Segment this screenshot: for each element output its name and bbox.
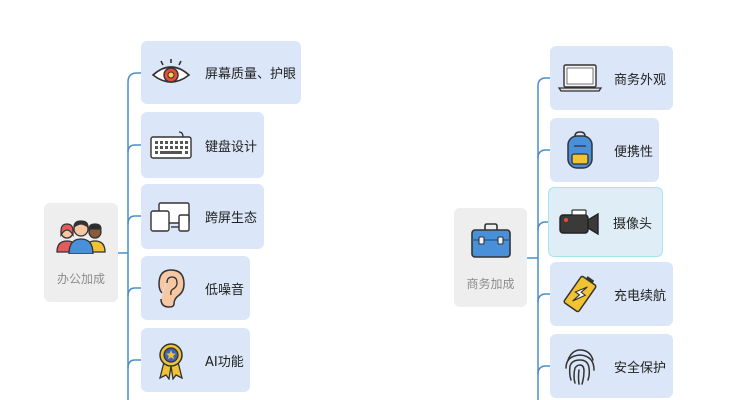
left-branch-1 [127, 72, 141, 83]
camera-icon [557, 200, 601, 244]
left-node-label: 键盘设计 [205, 139, 258, 155]
left-root-label: 办公加成 [56, 272, 105, 286]
left-node-ai[interactable]: AI功能 [141, 328, 250, 392]
left-node-screen[interactable]: 屏幕质量、护眼 [141, 41, 301, 104]
briefcase-icon [470, 223, 512, 263]
right-root-label: 商务加成 [466, 277, 515, 291]
fingerprint-icon [558, 344, 602, 388]
eye-icon [149, 51, 193, 95]
keyboard-icon [149, 123, 193, 167]
medal-icon [149, 338, 193, 382]
right-node-label: 便携性 [614, 144, 654, 160]
right-branch-5 [537, 365, 550, 375]
right-node-appearance[interactable]: 商务外观 [550, 46, 673, 110]
right-branch-4 [537, 293, 550, 303]
battery-icon [558, 272, 602, 316]
right-node-camera[interactable]: 摄像头 [548, 187, 663, 257]
right-node-label: 充电续航 [614, 288, 667, 304]
left-node-label: 屏幕质量、护眼 [205, 67, 297, 82]
devices-icon [149, 195, 193, 239]
left-branch-4 [127, 287, 141, 297]
right-branch-3 [537, 221, 548, 231]
laptop-icon [558, 56, 602, 100]
right-node-security[interactable]: 安全保护 [550, 334, 673, 398]
left-node-keyboard[interactable]: 键盘设计 [141, 112, 264, 178]
left-node-label: 低噪音 [205, 282, 245, 298]
left-branch-5 [127, 359, 141, 369]
right-node-label: 安全保护 [614, 360, 667, 376]
left-node-cross-screen[interactable]: 跨屏生态 [141, 184, 264, 249]
left-node-label: AI功能 [205, 354, 244, 370]
people-icon [55, 218, 107, 258]
left-branch-2 [127, 144, 141, 153]
left-node-low-noise[interactable]: 低噪音 [141, 256, 250, 320]
right-root-node[interactable]: 商务加成 [454, 208, 527, 307]
left-root-node[interactable]: 办公加成 [44, 203, 118, 302]
right-node-label: 摄像头 [613, 216, 653, 232]
right-branch-2 [537, 149, 550, 159]
ear-icon [149, 266, 193, 310]
right-node-battery[interactable]: 充电续航 [550, 262, 673, 326]
left-branch-3 [127, 215, 141, 225]
left-node-label: 跨屏生态 [205, 211, 258, 226]
right-branch-1 [537, 77, 550, 87]
right-node-label: 商务外观 [614, 72, 667, 88]
backpack-icon [558, 128, 602, 172]
right-node-portability[interactable]: 便携性 [550, 118, 659, 182]
